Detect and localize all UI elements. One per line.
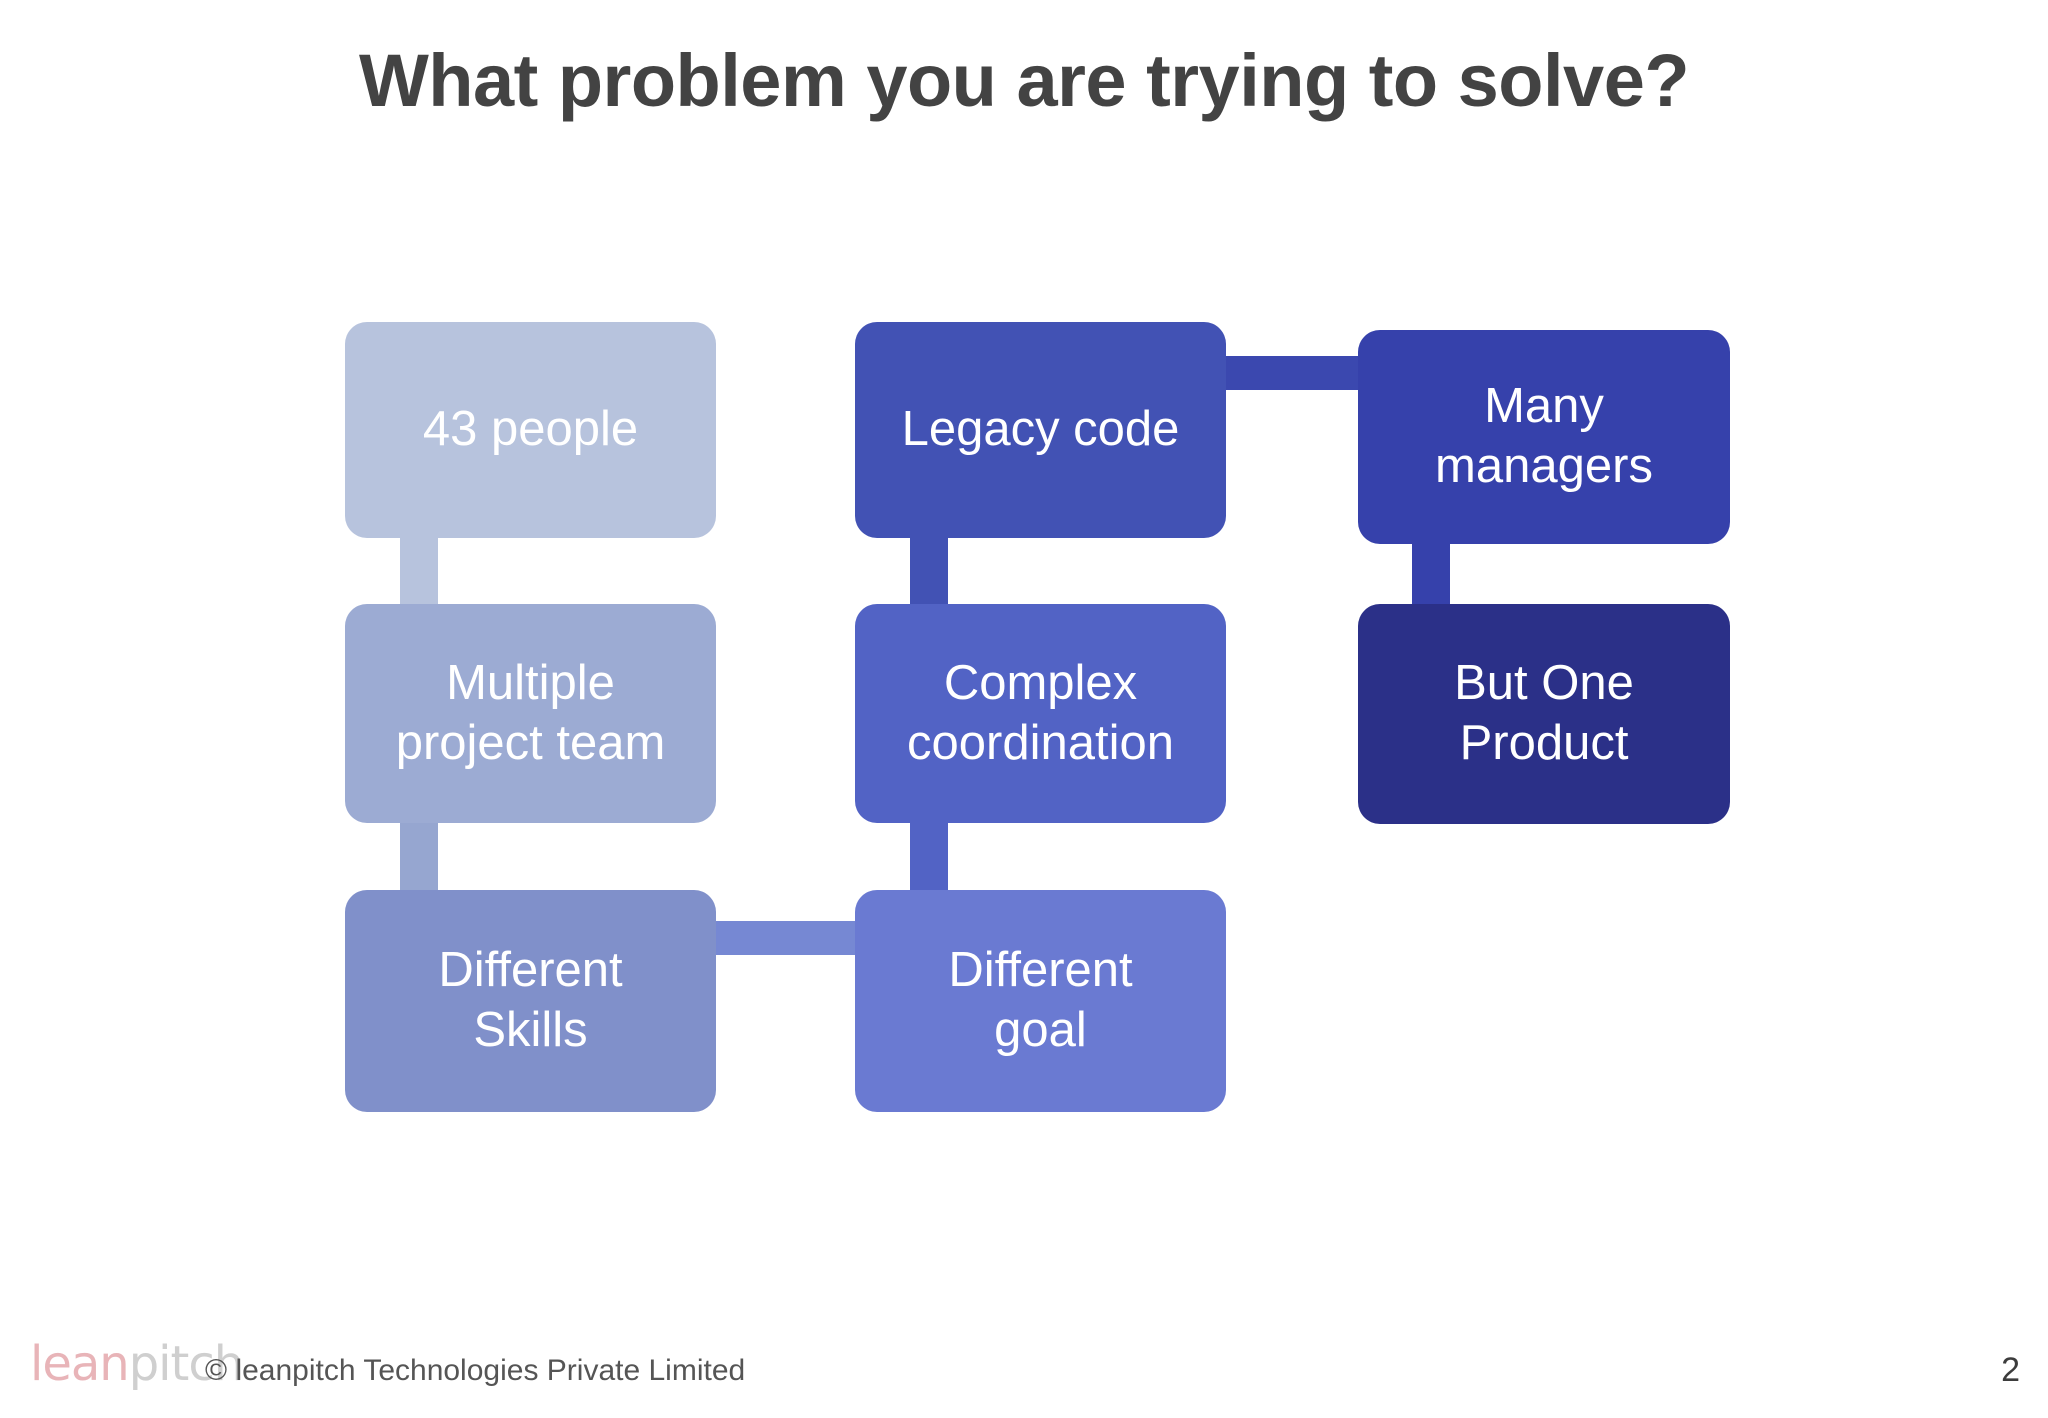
page-number: 2 — [2001, 1351, 2020, 1389]
connector — [1226, 356, 1358, 390]
diagram-node-label: 43 people — [422, 402, 639, 457]
page-title: What problem you are trying to solve? — [358, 39, 1690, 122]
connector — [910, 823, 948, 891]
connector — [1412, 544, 1450, 606]
diagram-node-label: Legacy code — [901, 402, 1180, 457]
logo-lean-text: lean — [30, 1336, 130, 1392]
connector — [910, 538, 948, 606]
logo-pitch-text: pitch — [128, 1336, 244, 1392]
connector — [400, 538, 438, 606]
diagram-node[interactable]: 43 people — [345, 322, 716, 538]
leanpitch-logo: leanpitch — [30, 1340, 244, 1388]
connector — [400, 823, 438, 891]
connector — [716, 921, 856, 955]
diagram-node[interactable]: Legacy code — [855, 322, 1226, 538]
copyright-text: © leanpitch Technologies Private Limited — [205, 1354, 746, 1387]
slide-footer: leanpitch © leanpitch Technologies Priva… — [0, 1328, 2048, 1418]
